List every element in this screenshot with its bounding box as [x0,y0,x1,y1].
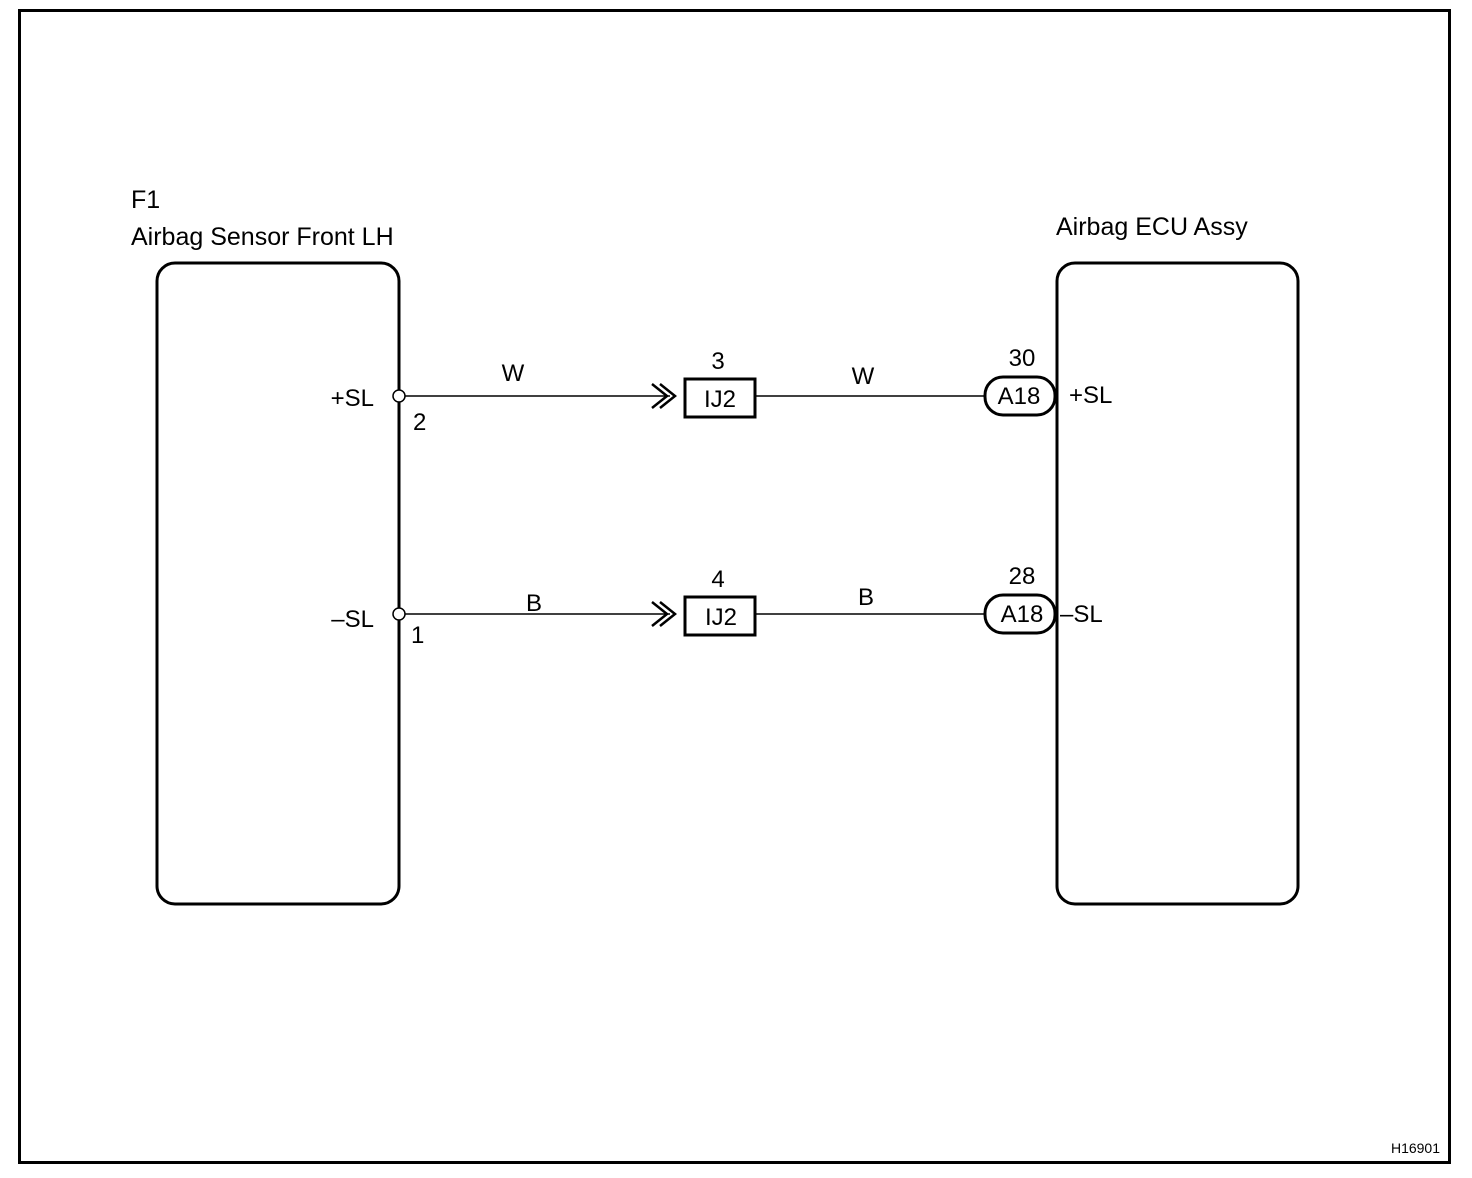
ecu-terminal-label: –SL [1060,601,1103,628]
ecu-pin-number: 30 [1009,345,1036,372]
junction-pin-number: 3 [711,348,724,375]
left-component-name: Airbag Sensor Front LH [131,223,394,251]
connector-chevrons [651,601,678,627]
circuit-plus-sl: +SL 2 W 3 IJ2 W 30 A18 +SL [331,345,1113,436]
junction-pin-number: 4 [711,566,724,593]
wire-color-label: W [502,360,525,387]
left-pin-number: 1 [411,622,424,649]
left-pin-number: 2 [413,409,426,436]
connector-chevrons [651,383,678,409]
figure-id: H16901 [1391,1140,1440,1156]
left-component-body [155,261,401,906]
terminal-pin [392,607,406,621]
left-component: F1 Airbag Sensor Front LH [131,186,401,906]
wire-color-label: B [858,584,874,611]
right-component-body [1055,261,1300,906]
wire-color-label: B [526,590,542,617]
left-terminal-label: +SL [331,385,374,412]
ecu-connector-badge [983,593,1057,635]
ecu-terminal-label: +SL [1069,382,1112,409]
junction-connector-label: IJ2 [704,386,736,413]
junction-connector-box [683,595,757,637]
right-component-name: Airbag ECU Assy [1056,213,1248,241]
diagram-frame [18,9,1451,1164]
terminal-pin [392,389,406,403]
left-component-code: F1 [131,186,160,214]
ecu-pin-number: 28 [1009,563,1036,590]
right-component: Airbag ECU Assy [1055,213,1300,906]
wire-color-label: W [852,363,875,390]
circuit-minus-sl: –SL 1 B 4 IJ2 B 28 A18 –SL [331,563,1102,649]
junction-connector-box [683,377,757,419]
ecu-connector-badge [983,375,1057,417]
left-terminal-label: –SL [331,606,374,633]
junction-connector-label: IJ2 [705,604,737,631]
ecu-connector-label: A18 [998,383,1041,410]
ecu-connector-label: A18 [1001,601,1044,628]
